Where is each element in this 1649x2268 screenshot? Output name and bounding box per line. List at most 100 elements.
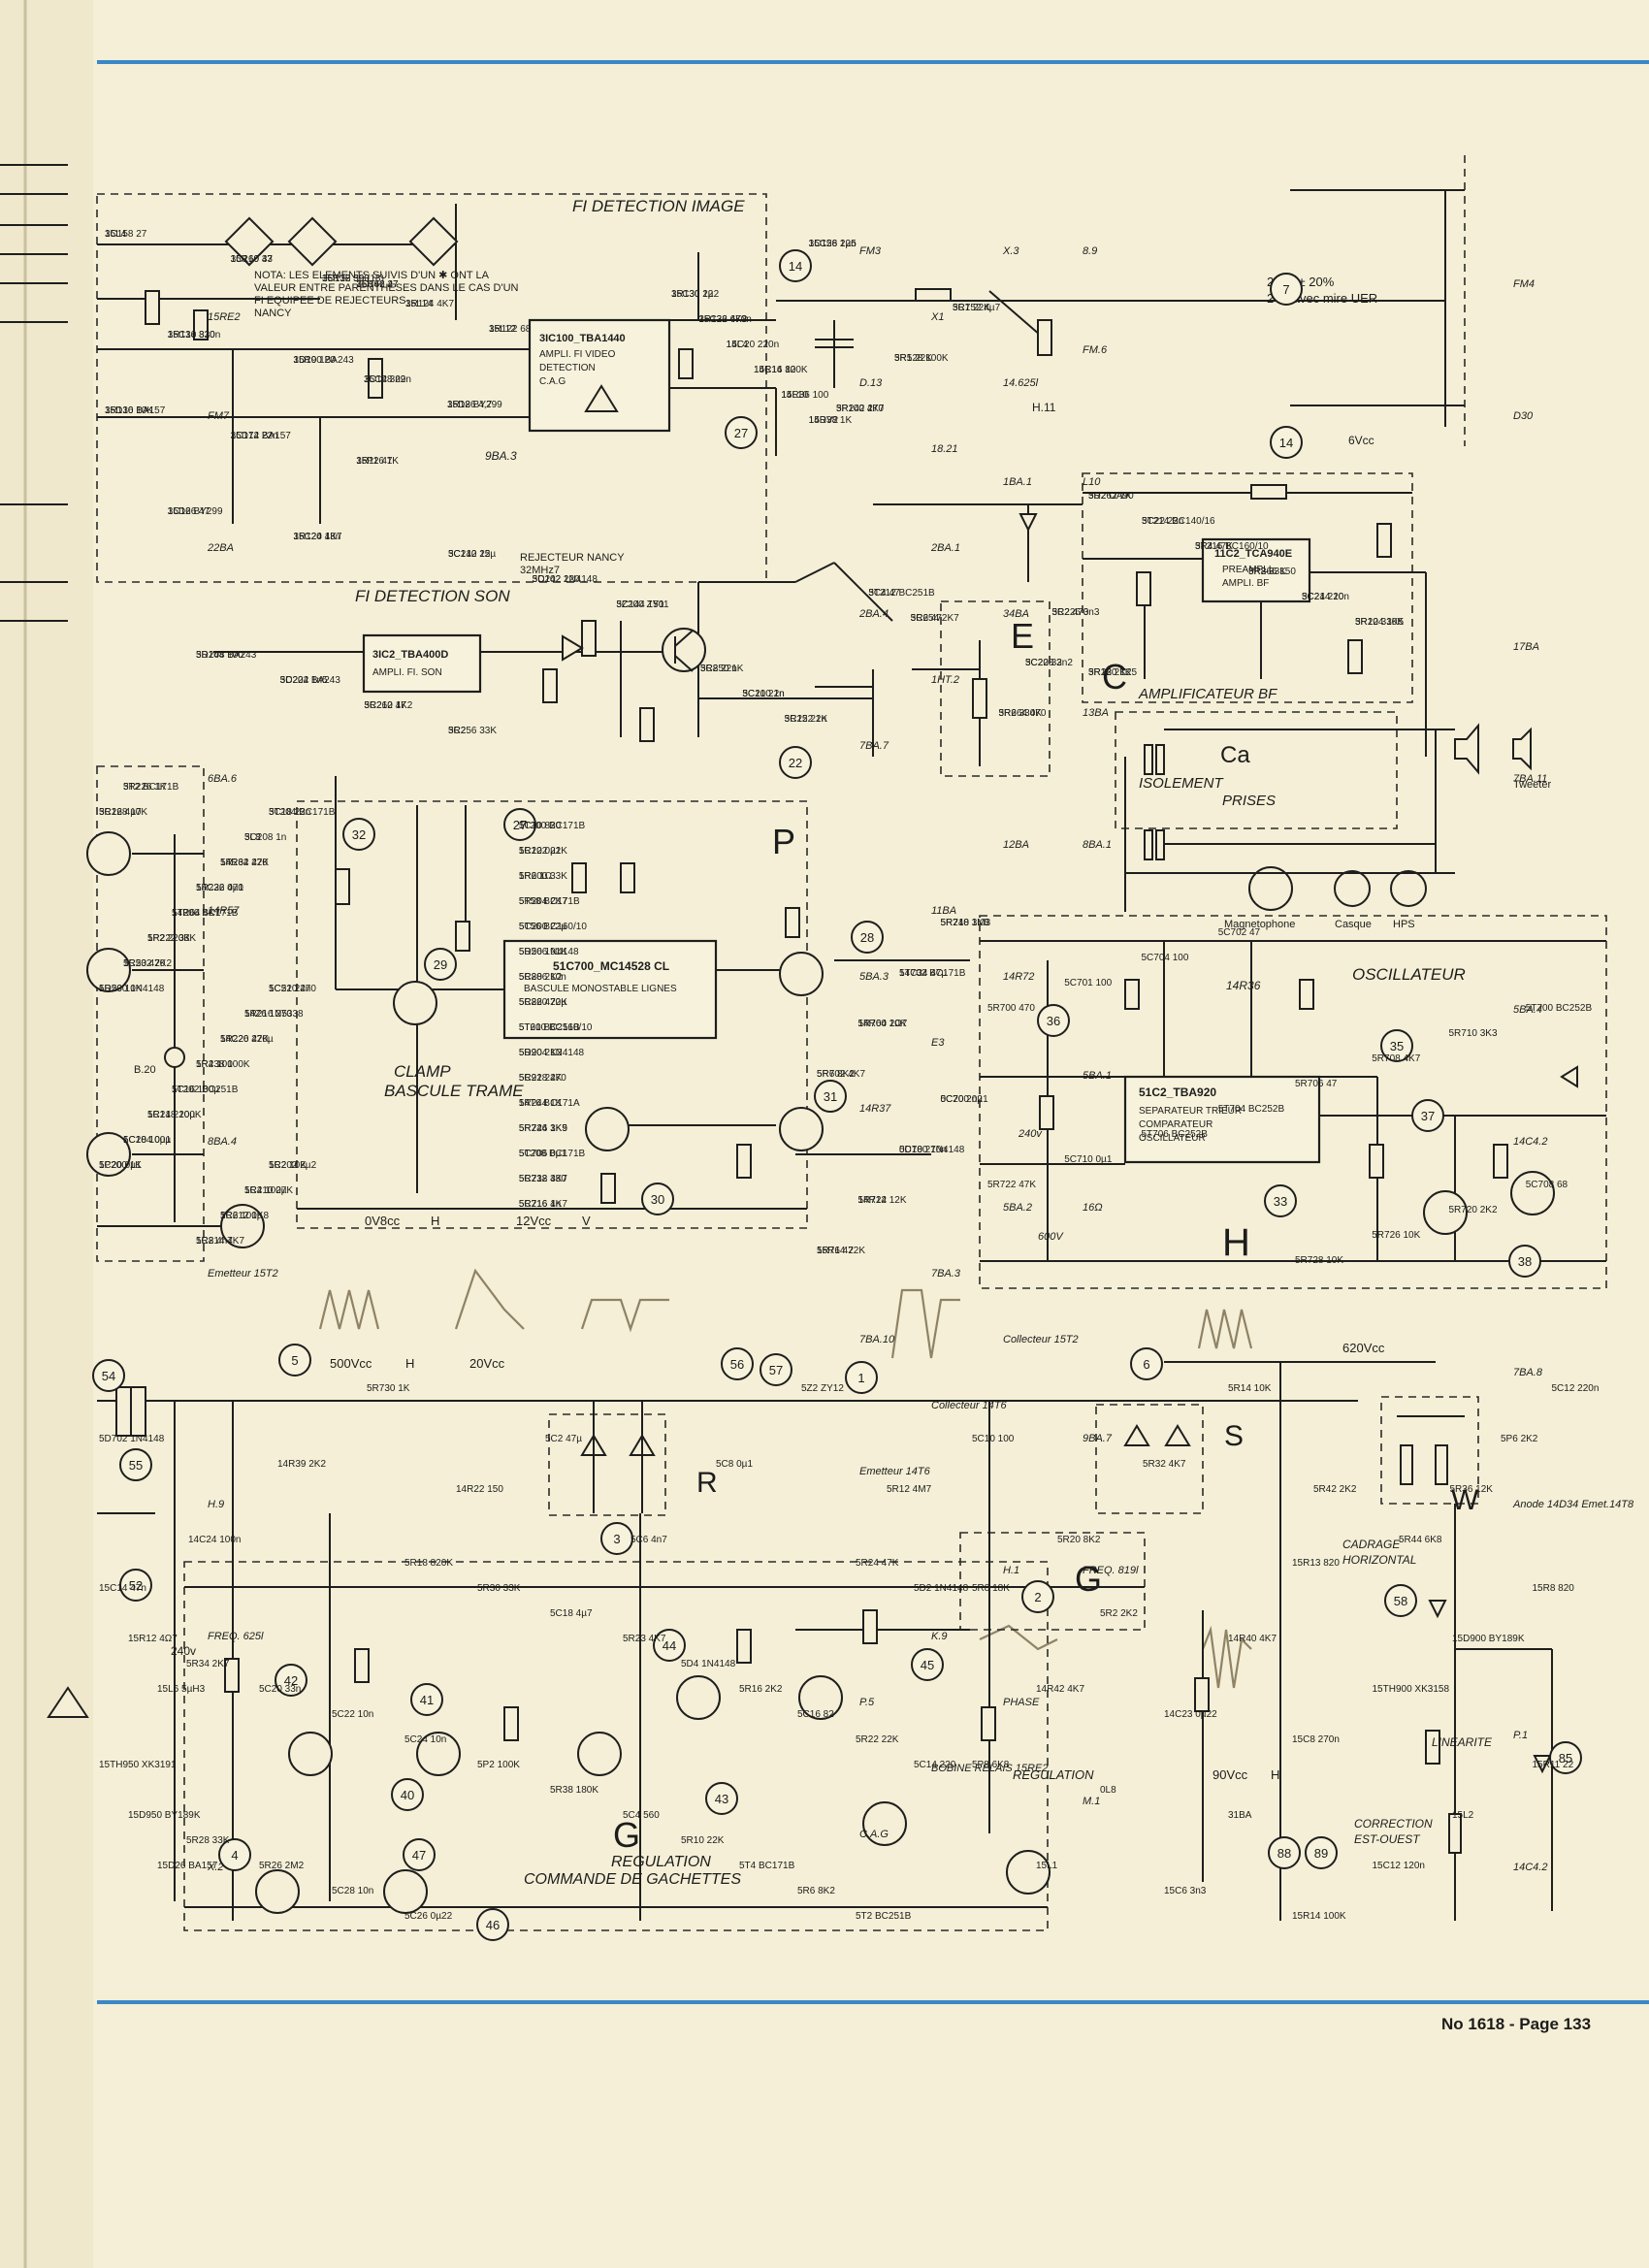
circled-node: 40 [391,1778,424,1811]
connector-label: H.9 [208,1499,224,1510]
component-label: 15L1 [1036,1861,1058,1871]
connector-label: PHASE [1003,1697,1040,1708]
connector-label: FM7 [208,410,230,422]
circled-node: 85 [1549,1741,1582,1774]
block-g-transistors [224,1600,1552,1914]
circled-node-label: 6 [1143,1357,1149,1372]
circled-node: 22 [779,746,812,779]
component-label: 5T704 BC252B [1218,1104,1285,1115]
component-label: 3D202 BA243 [280,675,341,686]
component-label: 5T216 BC160/10 [1195,541,1269,552]
connector-label: FM4 [1513,278,1535,290]
circled-node-label: 56 [730,1357,744,1372]
transistor-5t700-icon [779,952,824,996]
top-right-lines [1290,155,1466,446]
component-label: 5T214 BC140/16 [1142,516,1215,527]
diode-15d950-icon [1164,1424,1191,1446]
fi-son-components [542,620,706,742]
circled-node-label: 29 [434,957,447,972]
transistor-5t4-icon [1423,1190,1468,1235]
component-label: 15R8 820 [1533,1583,1575,1594]
connector-label: 18.21 [931,443,958,455]
component-label: 5C214 10n [1302,592,1349,602]
section-prises: PRISES [1222,793,1276,809]
label-magnetophone: Magnetophone [1224,919,1295,930]
component-label: 15L2 [1452,1810,1474,1821]
component-label: 15C2 3n9 [364,374,406,385]
jack-icons [1248,866,1427,911]
component-label: 3C12 22n [785,714,826,725]
block-e [940,600,1051,777]
component-label: 5R8 18K [972,1583,1010,1594]
circled-node: 88 [1268,1836,1301,1869]
component-label: 5R86 470K [519,997,567,1008]
section-bascule: BASCULE TRAME [384,1082,524,1100]
section-regulation-line: REGULATION [1013,1767,1094,1782]
label-bobine-relais: B.20 [134,1064,156,1076]
component-label: 3D100 BA243 [293,355,354,366]
component-label: 5C22 10n [332,1709,373,1720]
connector-label: 2BA.4 [858,608,889,620]
correction-line-2: EST-OUEST [1354,1832,1421,1846]
connector-label: 16Ω [1083,1202,1103,1214]
connector-label: H.1 [1003,1565,1019,1576]
block-e-components [872,640,987,766]
component-label: 3C212 47 [364,700,406,711]
component-label: 5R244 1K [519,1098,563,1109]
circled-node: 5 [278,1344,311,1377]
component-label: 5R704 10K [858,1019,907,1029]
component-label: 3C18 22n [269,807,310,818]
component-label: 5R262 1K [1088,491,1132,502]
component-label: 1C14 220µ [147,1110,195,1120]
circled-node-label: 55 [129,1458,143,1473]
block-letter-h: H [1222,1221,1250,1264]
component-label: 3C132 39 (18) [322,274,384,284]
block-letter-s: S [1224,1420,1244,1452]
component-label: 5T206 BC171B [172,908,239,919]
connector-label: 14C4.2 [1513,1862,1547,1873]
component-label: 14R60 2Ω7 [858,1019,908,1029]
component-label: 5T208 BC171B [519,1149,586,1159]
circled-node-label: 37 [1421,1109,1435,1123]
component-label: 5R716 4K7 [519,1199,567,1210]
component-label: 5D2 1N4148 [914,1583,969,1594]
circled-node: 33 [1264,1184,1297,1217]
component-label: 15D6 BY299 [168,506,223,517]
block-letter-g-line: G [1075,1559,1102,1599]
component-label: 5R238 4K7 [519,1174,567,1184]
chip-ic700 [502,939,718,1040]
transistor-5t2-icon [1510,1171,1555,1215]
connector-label: 14R37 [859,1103,891,1115]
component-label: 3R8 33K [1248,567,1286,577]
component-label: 5D202 1N4148 [533,574,598,585]
connector-label: 11BA [931,905,956,917]
fi-son-wires [213,562,893,737]
component-label: 14R42 4K7 [1036,1684,1084,1695]
component-label: 5R254 2K7 [911,613,959,624]
component-label: 5R222 33K [147,933,196,944]
component-label: 5C220 22µ [519,997,566,1008]
connector-label: K.9 [931,1631,948,1642]
component-label: 5Z200 ZY11 [616,599,669,610]
component-label: 5R34 2K7 [186,1659,230,1669]
connector-label: 5BA.2 [1003,1202,1032,1214]
component-label: 5T702 BC171B [899,968,966,979]
component-label: 5R44 6K8 [1399,1535,1442,1545]
circled-node: 44 [653,1629,686,1662]
connector-label: 7BA.3 [931,1268,961,1280]
ic2osc-line-2: SEPARATEUR TRIEUR [1139,1106,1242,1117]
nota-line-3: FI EQUIPEE DE REJECTEURS [254,295,405,307]
component-label: 14C22 0µ1 [196,883,244,893]
component-label: 31BA [1228,1810,1252,1821]
component-label: 15D900 BY189K [1452,1634,1525,1644]
component-label: 14R38 1K [809,415,853,426]
component-label: 5T204 BC171B [269,807,336,818]
block-w [1380,1396,1479,1505]
component-label: 5T58 BC171B [519,896,580,907]
component-label: 3R120 4K7 [293,532,341,542]
component-label: 5R23 4K7 [623,1634,666,1644]
circled-node: 38 [1508,1245,1541,1278]
component-label: 15R13 820 [1292,1558,1340,1569]
component-label: 5R266 150 [1248,567,1296,577]
